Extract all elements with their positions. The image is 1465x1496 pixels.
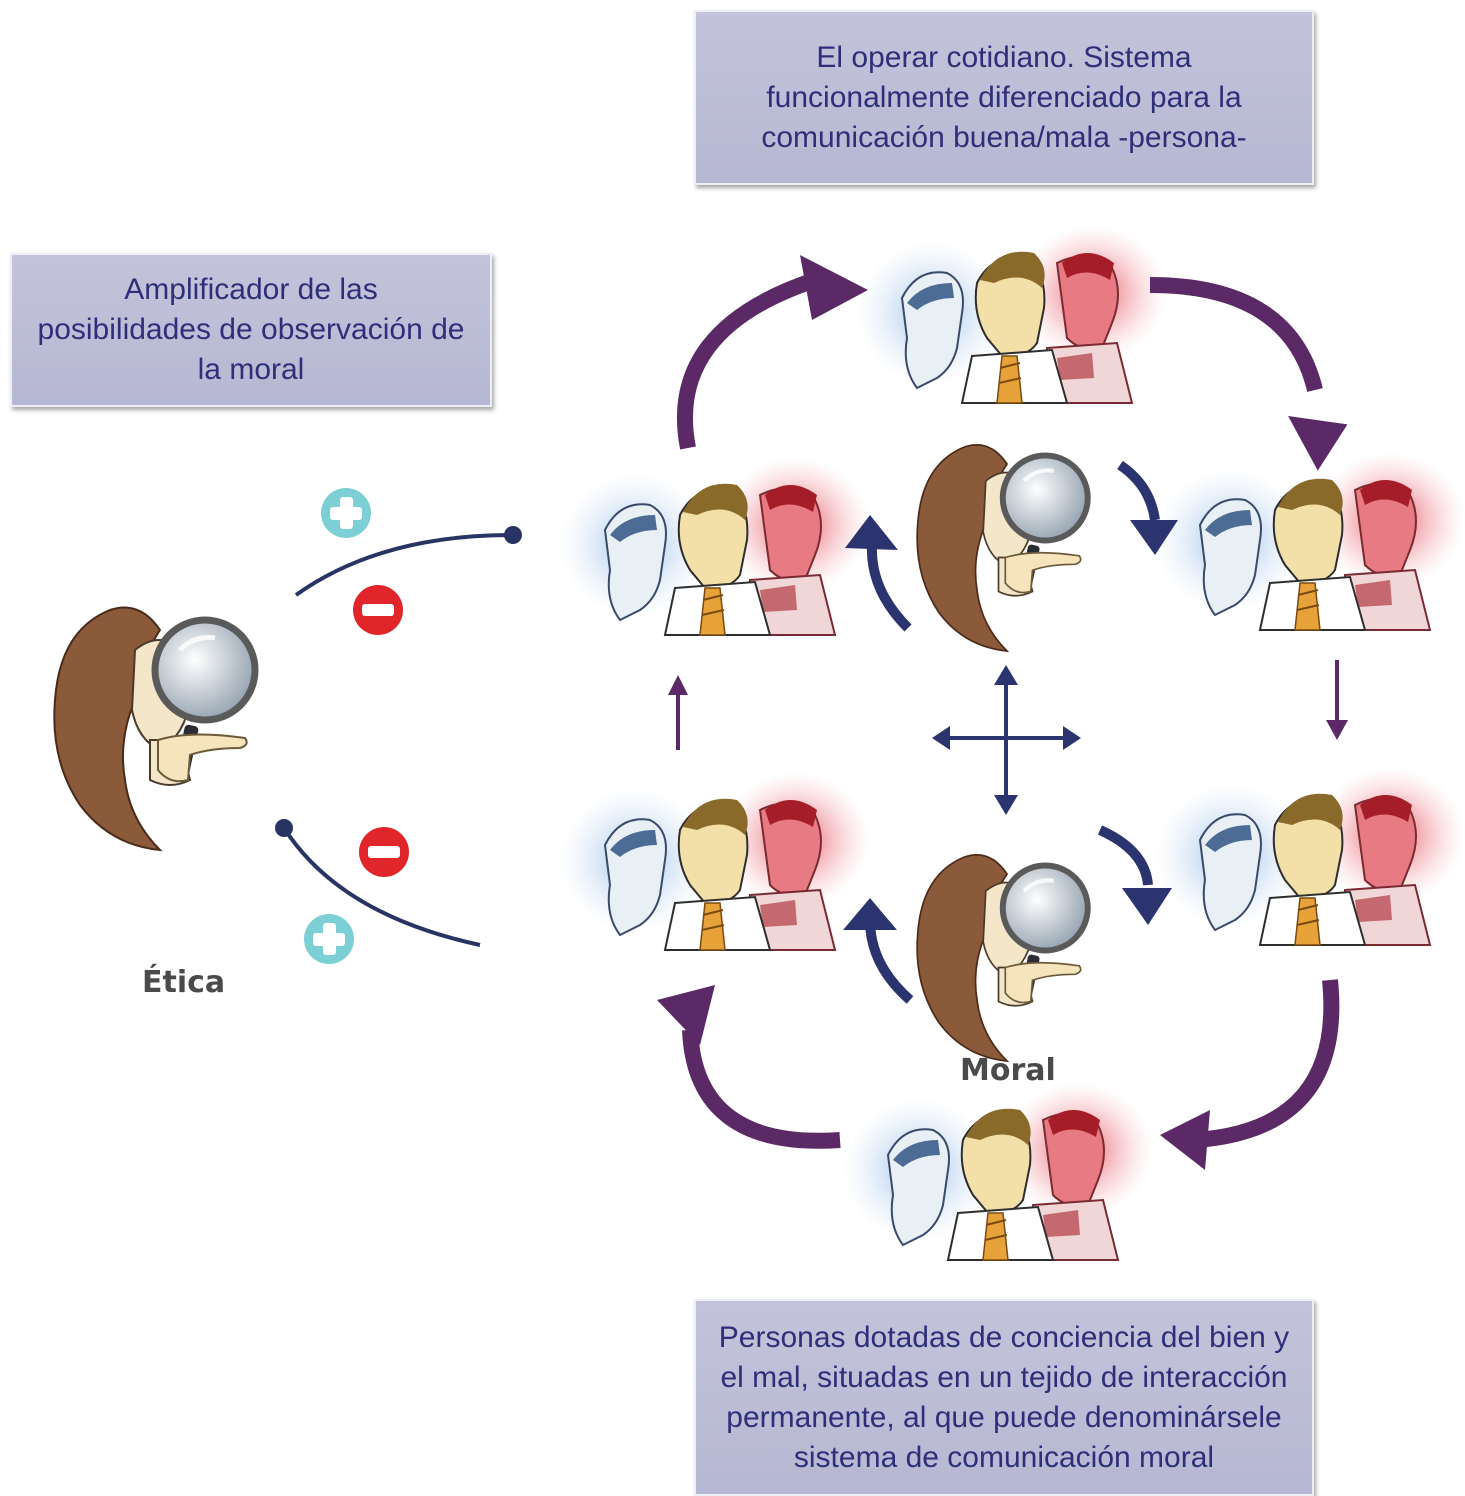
purple-arrowhead-top-left (800, 255, 868, 320)
men-illustration-left-lower (559, 771, 871, 951)
men-illustration-left-upper (559, 456, 871, 636)
navy-arrowhead-lower-left (843, 898, 897, 930)
top-caption-text: El operar cotidiano. Sistema funcionalme… (761, 40, 1247, 154)
purple-arrow-bottom-left (682, 1029, 841, 1149)
etica-connector-upper (294, 533, 513, 597)
four-way-arrow (932, 665, 1081, 815)
purple-arrowhead-bottom-right (1160, 1110, 1210, 1170)
navy-arrow-upper-right (1117, 460, 1160, 521)
navy-arrow-upper-left (866, 544, 912, 632)
navy-arrow-lower-left (865, 919, 914, 1004)
bottom-caption-text: Personas dotadas de conciencia del bien … (718, 1320, 1290, 1474)
etica-connector-lower-dot (275, 819, 293, 837)
purple-arrowhead-down (1326, 720, 1348, 740)
plus-icon (304, 914, 354, 964)
navy-arrow-lower-right (1097, 825, 1153, 886)
purple-arrow-top-right (1149, 277, 1323, 392)
woman-illustration-center-upper (917, 445, 1088, 651)
minus-icon (353, 585, 403, 635)
purple-arrow-bottom-right (1194, 979, 1340, 1148)
moral-label: Moral (960, 1053, 1056, 1088)
left-caption-box: Amplificador de las posibilidades de obs… (10, 253, 492, 407)
bottom-caption-box: Personas dotadas de conciencia del bien … (694, 1299, 1314, 1496)
woman-illustration-center-lower (917, 855, 1088, 1061)
purple-arrowhead-top-right (1288, 416, 1348, 471)
navy-arrowhead-upper-left (845, 515, 898, 550)
purple-arrowhead-bottom-left (657, 985, 715, 1045)
purple-arrowhead-up (668, 675, 688, 695)
etica-connector-lower (282, 826, 481, 947)
navy-arrowhead-upper-right (1130, 520, 1178, 555)
purple-arrow-top-left (676, 272, 818, 450)
men-illustration-right-upper (1154, 451, 1465, 631)
men-illustration-bottom (842, 1081, 1154, 1261)
plus-icon (321, 488, 371, 538)
minus-icon (359, 827, 409, 877)
etica-label: Ética (142, 965, 226, 1000)
men-illustration-right-lower (1154, 766, 1465, 946)
navy-arrowhead-lower-right (1122, 888, 1172, 925)
top-caption-box: El operar cotidiano. Sistema funcionalme… (694, 10, 1314, 185)
left-caption-text: Amplificador de las posibilidades de obs… (37, 273, 465, 386)
men-illustration-top (856, 224, 1168, 404)
woman-illustration-etica (54, 608, 255, 851)
etica-connector-upper-dot (504, 526, 522, 544)
